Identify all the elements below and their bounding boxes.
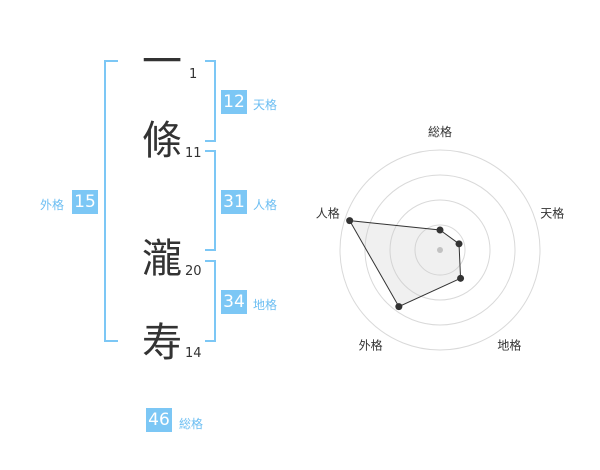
radar-axis-label: 総格: [428, 124, 452, 139]
radar-center: [437, 247, 443, 253]
radar-polygon: [348, 220, 462, 308]
radar-ring-1: [414, 224, 466, 276]
name-char-4: 寿: [142, 320, 182, 366]
radar-point-1: [436, 226, 444, 234]
radar-axis-label: 人格: [316, 206, 340, 221]
stroke-count-1: 1: [189, 67, 198, 82]
name-char-2: 條: [142, 118, 182, 164]
gaikaku-bracket: [104, 60, 118, 342]
radar-axis-label: 外格: [359, 337, 383, 352]
radar-ring-3: [364, 174, 516, 326]
gaikaku-label: 外格: [40, 198, 65, 212]
chikaku-bracket: [205, 260, 216, 342]
soukaku-value: 46: [146, 408, 172, 432]
stroke-count-2: 11: [185, 146, 202, 161]
name-char-3: 瀧: [142, 236, 182, 282]
radar-ring-4: [339, 149, 541, 351]
jinkaku-value: 31: [221, 190, 247, 214]
radar-axis-label: 天格: [540, 206, 564, 221]
radar-axis-label: 地格: [497, 337, 521, 352]
gaikaku-value: 15: [72, 190, 98, 214]
jinkaku-label: 人格: [253, 198, 278, 212]
jinkaku-bracket: [205, 150, 216, 251]
chikaku-value: 34: [221, 290, 247, 314]
radar-point-5: [346, 217, 354, 225]
name-char-1: 一: [142, 39, 182, 85]
chikaku-label: 地格: [253, 298, 278, 312]
radar-point-4: [395, 303, 403, 311]
stroke-count-3: 20: [185, 264, 202, 279]
radar-point-3: [457, 274, 465, 282]
soukaku-label: 総格: [179, 417, 204, 431]
tenkaku-value: 12: [221, 90, 247, 114]
stroke-count-4: 14: [185, 346, 202, 361]
radar-point-2: [455, 240, 463, 248]
tenkaku-label: 天格: [253, 98, 278, 112]
radar-ring-2: [389, 199, 491, 301]
tenkaku-bracket: [205, 60, 216, 142]
